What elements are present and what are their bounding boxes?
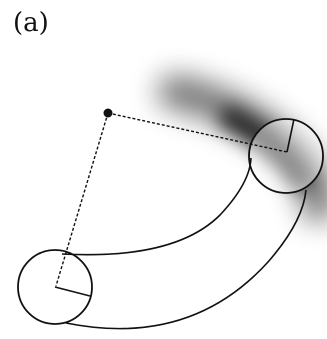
pivot-point: [103, 108, 113, 118]
lower-circle: [17, 249, 93, 325]
pivot-to-upper-line: [107, 112, 288, 153]
pivot-to-lower-line: [55, 112, 109, 287]
shadow-blob: [158, 75, 327, 222]
upper-radius-marker: [286, 118, 295, 153]
arc-inner-edge: [61, 157, 252, 256]
lower-radius-marker: [54, 286, 91, 297]
upper-circle-fill: [249, 119, 323, 193]
arc-outer-edge: [65, 189, 307, 330]
panel-label: (a): [13, 8, 49, 38]
upper-circle: [248, 118, 324, 194]
